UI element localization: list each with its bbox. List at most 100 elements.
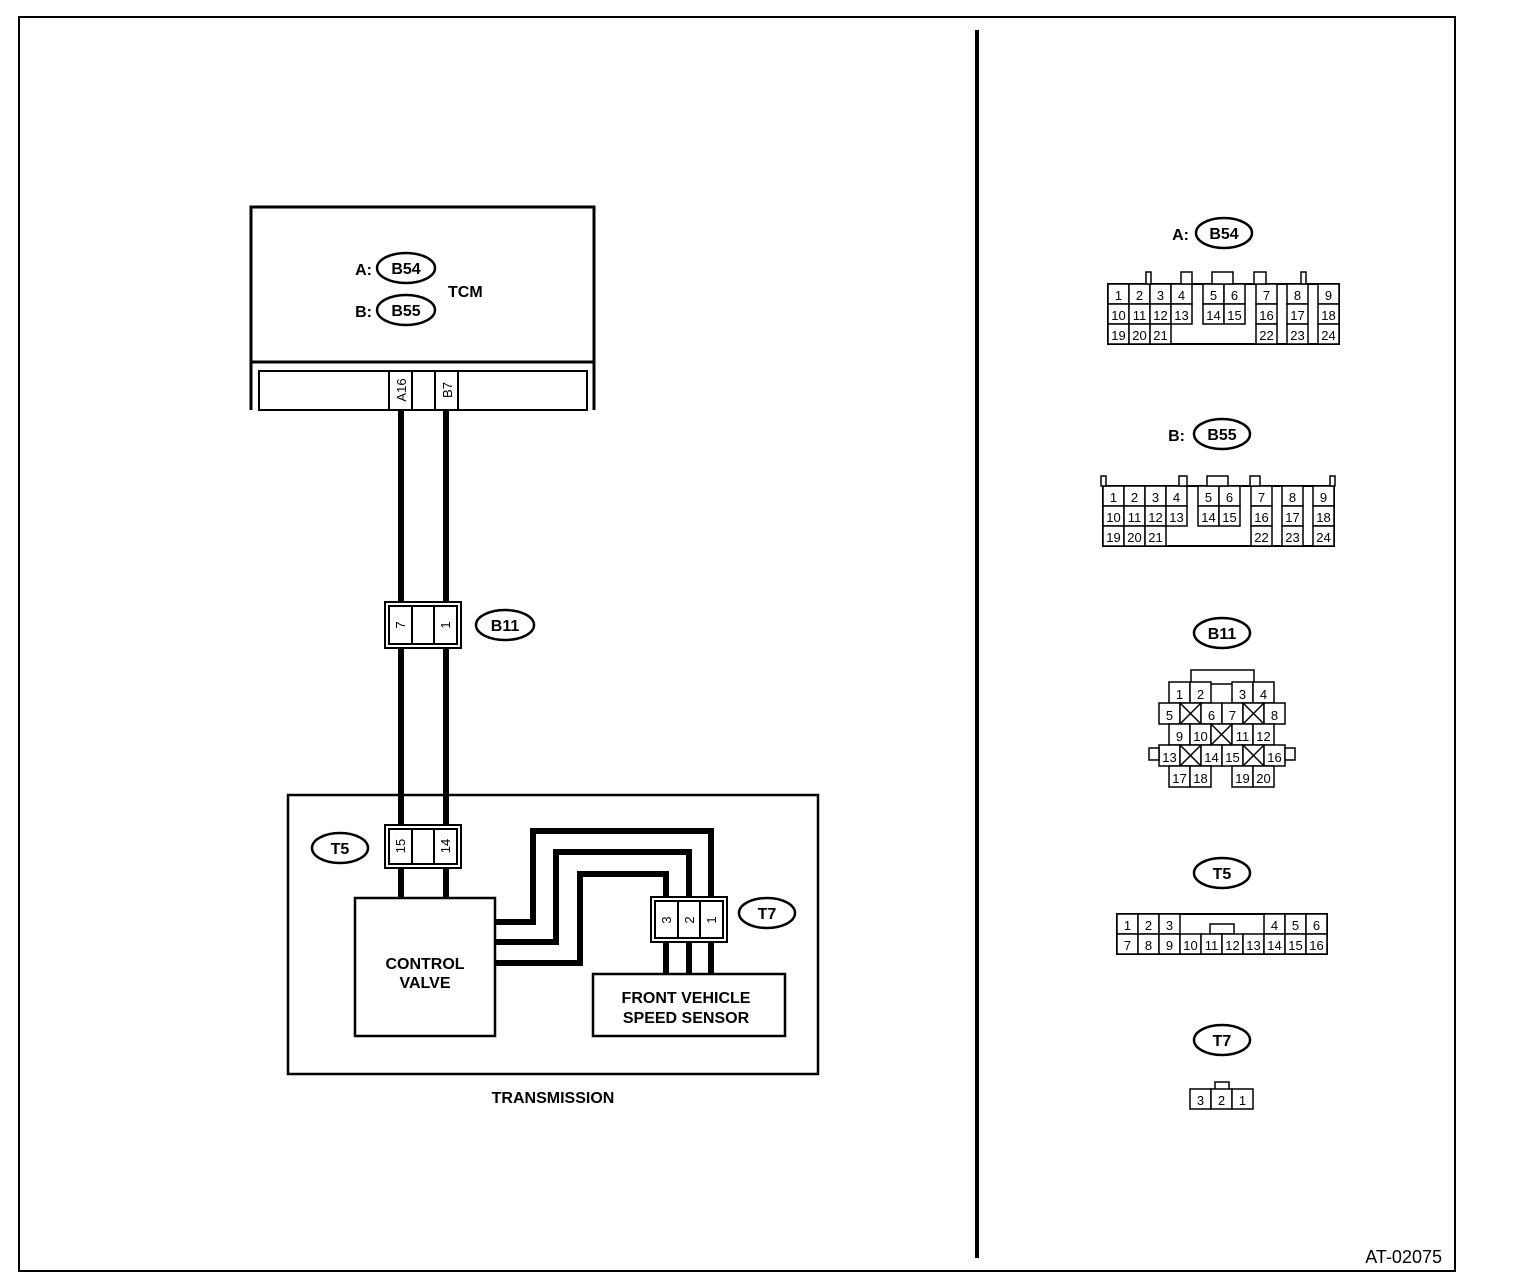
b55-prefix: B:: [1168, 428, 1185, 445]
t5-face-pin-11: 11: [1200, 933, 1223, 955]
svg-text:3: 3: [1152, 490, 1159, 505]
tcm-connector-a-prefix: A:: [355, 262, 372, 279]
b55-face-pin-23: 23: [1281, 525, 1304, 547]
b54-face-pin-5: 5: [1202, 283, 1225, 305]
t5-oval: [310, 831, 370, 865]
b11-face-pin-6: 6: [1200, 702, 1223, 725]
svg-text:2: 2: [1145, 918, 1152, 933]
svg-text:8: 8: [1294, 288, 1301, 303]
t5-face-pin-15: 15: [1284, 933, 1307, 955]
b54-face-pin-2: 2: [1128, 283, 1151, 305]
main-harness: [398, 410, 449, 898]
tcm-connector-b-prefix: B:: [355, 304, 372, 321]
svg-text:7: 7: [1263, 288, 1270, 303]
b54-face-pin-24: 24: [1317, 323, 1340, 345]
b11-face-pin-19: 19: [1231, 765, 1254, 788]
t5-face-pin-1: 1: [1116, 913, 1139, 935]
t5-face-pin-12: 12: [1221, 933, 1244, 955]
b54-face-pin-14: 14: [1202, 303, 1225, 325]
b54-face-pin-11: 11: [1128, 303, 1151, 325]
b11-face-pin-1: 1: [1168, 681, 1191, 704]
b11-face-oval: [1192, 616, 1252, 650]
svg-text:16: 16: [1259, 308, 1273, 323]
svg-text:13: 13: [1246, 938, 1260, 953]
svg-text:16: 16: [1309, 938, 1323, 953]
b55-face-pin-4: 4: [1165, 485, 1188, 507]
svg-text:9: 9: [1320, 490, 1327, 505]
b11-face-pin-2: 2: [1189, 681, 1212, 704]
svg-text:7: 7: [1229, 708, 1236, 723]
svg-text:22: 22: [1259, 328, 1273, 343]
t5-connector: 15 14 T5: [310, 824, 462, 869]
b54-face-pin-3: 3: [1149, 283, 1172, 305]
t7-face-pin-1: 1: [1231, 1088, 1254, 1110]
svg-text:23: 23: [1290, 328, 1304, 343]
b11-face-pin-13: 13: [1158, 744, 1181, 767]
tcm-connector-b-name: B55: [391, 303, 420, 320]
svg-text:14: 14: [1206, 308, 1220, 323]
b55-oval: [1192, 417, 1252, 451]
t7-face-oval: [1192, 1023, 1252, 1057]
b11-face-pin-8: 8: [1263, 702, 1286, 725]
b54-face-pin-15: 15: [1223, 303, 1246, 325]
t5-face-title: T5: [1192, 856, 1252, 890]
b11-face-pin-7: 7: [1221, 702, 1244, 725]
svg-text:2: 2: [1136, 288, 1143, 303]
t5-face-pin-10: 10: [1179, 933, 1202, 955]
svg-text:15: 15: [1222, 510, 1236, 525]
t7-face-pin-2: 2: [1210, 1088, 1233, 1110]
b55-title: B: B55: [1168, 417, 1252, 451]
b54-oval: [1194, 216, 1254, 250]
svg-text:22: 22: [1254, 530, 1268, 545]
svg-text:4: 4: [1271, 918, 1278, 933]
t7-face-title: T7: [1192, 1023, 1252, 1057]
svg-text:1: 1: [1176, 687, 1183, 702]
b11-face-pin-16: 16: [1263, 744, 1286, 767]
b55-face-pin-20: 20: [1123, 525, 1146, 547]
sensor-line2: SPEED SENSOR: [623, 1010, 750, 1027]
svg-text:3: 3: [1166, 918, 1173, 933]
b54-face-pin-12: 12: [1149, 303, 1172, 325]
svg-text:1: 1: [1115, 288, 1122, 303]
svg-text:18: 18: [1193, 771, 1207, 786]
front-vehicle-speed-sensor: FRONT VEHICLE SPEED SENSOR: [591, 972, 787, 1038]
svg-text:4: 4: [1173, 490, 1180, 505]
svg-text:23: 23: [1285, 530, 1299, 545]
svg-text:11: 11: [1236, 729, 1250, 744]
svg-text:17: 17: [1285, 510, 1299, 525]
b55-face-pin-5: 5: [1197, 485, 1220, 507]
t5-face-pin-3: 3: [1158, 913, 1181, 935]
svg-text:4: 4: [1178, 288, 1185, 303]
svg-text:10: 10: [1183, 938, 1197, 953]
t5-face-pin-8: 8: [1137, 933, 1160, 955]
svg-text:7: 7: [1258, 490, 1265, 505]
t7-pin-1: 1: [704, 916, 719, 923]
b55-face-pin-16: 16: [1250, 505, 1273, 527]
svg-text:20: 20: [1127, 530, 1141, 545]
svg-text:8: 8: [1145, 938, 1152, 953]
transmission-label: TRANSMISSION: [492, 1090, 615, 1107]
b54-face-pin-18: 18: [1317, 303, 1340, 325]
tcm-connector-a-name: B54: [391, 261, 420, 278]
b55-face-pin-2: 2: [1123, 485, 1146, 507]
svg-text:19: 19: [1235, 771, 1249, 786]
b54-face-pin-20: 20: [1128, 323, 1151, 345]
svg-text:5: 5: [1166, 708, 1173, 723]
b55-face-pin-6: 6: [1218, 485, 1241, 507]
svg-text:11: 11: [1128, 510, 1142, 525]
b11-face-pin-11: 11: [1231, 723, 1254, 746]
svg-text:20: 20: [1256, 771, 1270, 786]
b55-face-pin-7: 7: [1250, 485, 1273, 507]
t5-face-pin-2: 2: [1137, 913, 1160, 935]
svg-text:13: 13: [1174, 308, 1188, 323]
svg-text:16: 16: [1254, 510, 1268, 525]
t5-face-pin-13: 13: [1242, 933, 1265, 955]
tcm-label: TCM: [448, 284, 483, 301]
b11-face-pin-9: 9: [1168, 723, 1191, 746]
outer-frame: [18, 16, 1456, 1272]
tcm-pin-a16: A16: [394, 378, 409, 401]
svg-text:3: 3: [1157, 288, 1164, 303]
t5-face-pin-5: 5: [1284, 913, 1307, 935]
